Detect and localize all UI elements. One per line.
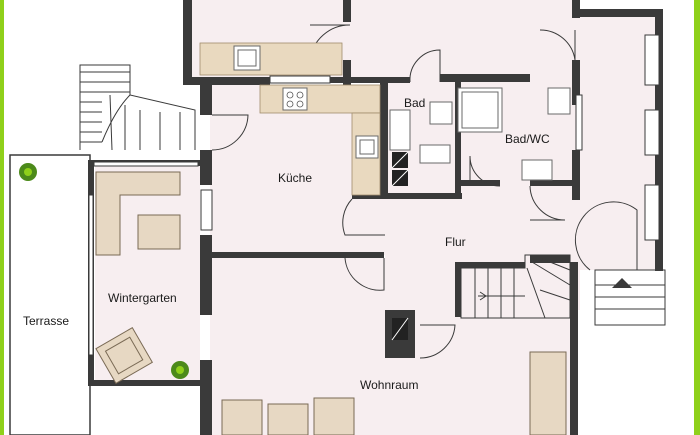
chimney-diagonal [391, 317, 409, 341]
room-label-bad: Bad [404, 96, 426, 110]
room-label-terrasse: Terrasse [23, 314, 70, 328]
right-frame-bar [694, 0, 700, 435]
kitchen-counters [199, 42, 381, 196]
bathroom-fixtures [389, 87, 571, 187]
doors [211, 24, 638, 359]
room-label-wintergarten: Wintergarten [108, 291, 177, 305]
left-frame-bar [0, 0, 4, 435]
stairs [79, 64, 666, 326]
plants [19, 163, 189, 379]
terrace-area [9, 154, 91, 435]
room-label-kueche: Küche [278, 171, 313, 185]
furniture [95, 171, 567, 435]
room-label-flur: Flur [445, 235, 466, 249]
room-label-wohnraum: Wohnraum [360, 378, 419, 392]
room-label-bad-wc: Bad/WC [505, 132, 550, 146]
windows [88, 34, 660, 356]
